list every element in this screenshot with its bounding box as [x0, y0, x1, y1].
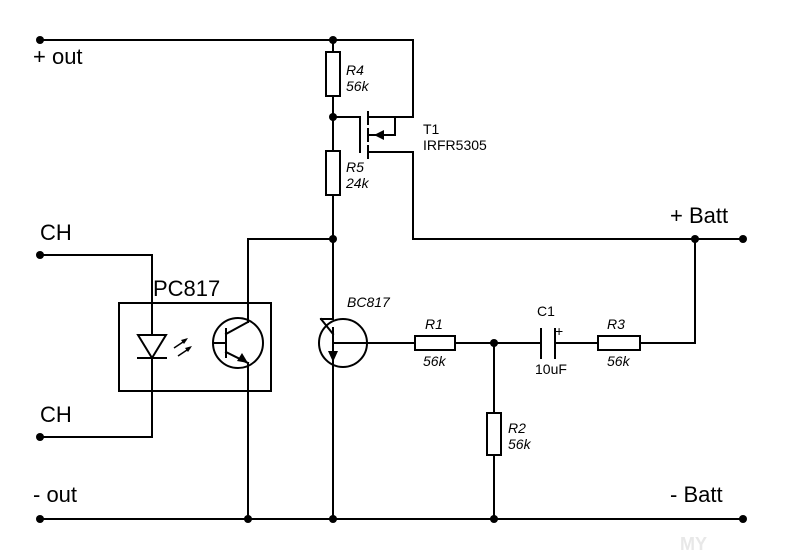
- resistor-r2: [486, 412, 502, 456]
- resistor-r3: [597, 335, 641, 351]
- c1-ref: C1: [537, 303, 555, 319]
- r2-ref: R2: [508, 420, 526, 436]
- optocoupler-label: PC817: [153, 276, 220, 301]
- r5-ref: R5: [346, 159, 364, 175]
- terminal-minus-out-label: - out: [33, 482, 77, 507]
- junction-dot: [244, 515, 252, 523]
- terminal-plus-out-dot: [36, 36, 44, 44]
- terminal-minus-batt-label: - Batt: [670, 482, 723, 507]
- terminal-plus-out-label: + out: [33, 44, 83, 69]
- watermark: MY: [680, 534, 707, 554]
- r3-ref: R3: [607, 316, 625, 332]
- junction-dot: [691, 235, 699, 243]
- terminal-plus-batt-label: + Batt: [670, 203, 728, 228]
- resistor-r4: [325, 51, 341, 97]
- optocoupler-pc817: [118, 302, 272, 392]
- junction-dot: [490, 515, 498, 523]
- transistor-bc817: [318, 317, 368, 368]
- t1-ref: T1: [423, 121, 440, 137]
- r5-value: 24k: [345, 175, 370, 191]
- resistor-r5: [325, 150, 341, 196]
- junctions: [36, 36, 747, 523]
- c1-value: 10uF: [535, 361, 567, 377]
- r1-ref: R1: [425, 316, 443, 332]
- r3-value: 56k: [607, 353, 631, 369]
- terminal-ch-bottom-label: CH: [40, 402, 72, 427]
- terminal-ch-top-label: CH: [40, 220, 72, 245]
- t1-value: IRFR5305: [423, 137, 487, 153]
- junction-dot: [490, 339, 498, 347]
- terminal-ch-bottom-dot: [36, 433, 44, 441]
- mosfet-t1: [359, 111, 396, 159]
- junction-dot: [329, 36, 337, 44]
- capacitor-c1: [540, 328, 556, 359]
- r4-value: 56k: [346, 78, 370, 94]
- r2-value: 56k: [508, 436, 532, 452]
- r4-ref: R4: [346, 62, 364, 78]
- junction-dot: [329, 113, 337, 121]
- terminal-minus-out-dot: [36, 515, 44, 523]
- r1-value: 56k: [423, 353, 447, 369]
- wires: [39, 39, 744, 520]
- junction-dot: [329, 515, 337, 523]
- terminal-minus-batt-dot: [739, 515, 747, 523]
- c1-polarity: +: [555, 323, 563, 339]
- bc817-label: BC817: [347, 294, 391, 310]
- terminal-plus-batt-dot: [739, 235, 747, 243]
- terminal-ch-top-dot: [36, 251, 44, 259]
- resistor-r1: [414, 335, 456, 351]
- junction-dot: [329, 235, 337, 243]
